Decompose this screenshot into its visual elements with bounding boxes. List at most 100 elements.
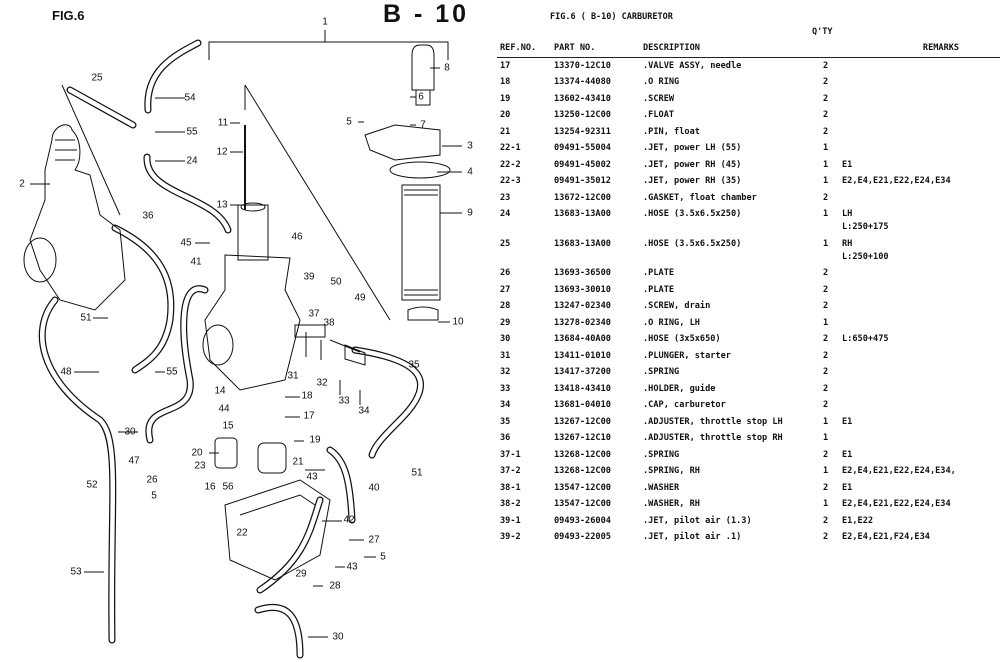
callout-number: 49	[354, 292, 366, 304]
remarks-cell	[842, 348, 1000, 365]
ref-no-cell: 29	[500, 317, 511, 328]
ref-no-cell: 23	[500, 192, 511, 203]
description-cell: .HOSE (3.5x6.5x250)	[643, 238, 742, 249]
part-no-cell: 13374-44080	[554, 77, 611, 88]
part-no-cell: 09491-45002	[554, 159, 611, 170]
callout-number: 5	[151, 490, 157, 502]
description-cell: .HOSE (3x5x650)	[643, 334, 721, 345]
ref-no-cell: 36	[500, 433, 511, 444]
ref-no-cell: 37-1	[500, 449, 521, 460]
remarks-cell: E2,E4,E21,F24,E34	[842, 532, 930, 543]
remarks-cell	[842, 91, 1000, 108]
description-cell: .O RING	[643, 77, 680, 88]
callout-number: 10	[452, 316, 464, 328]
qty-cell: 1	[823, 499, 829, 510]
remarks-cell: LH L:250+175	[842, 209, 889, 233]
remarks-cell: E2,E4,E21,E22,E24,E34	[842, 499, 951, 510]
part-no-cell: 13547-12C00	[554, 482, 611, 493]
remarks-cell	[842, 190, 1000, 207]
part-no-cell: 13267-12C10	[554, 433, 611, 444]
table-title: FIG.6 ( B-10) CARBURETOR	[550, 12, 673, 22]
part-no-cell: 13684-40A00	[554, 334, 611, 345]
callout-number: 50	[330, 276, 342, 288]
remarks-cell: E1	[842, 416, 853, 427]
ref-no-cell: 28	[500, 301, 511, 312]
remarks-cell	[842, 124, 1000, 141]
description-cell: .VALVE ASSY, needle	[643, 60, 742, 71]
part-no-cell: 09491-55004	[554, 143, 611, 154]
callout-number: 24	[186, 155, 198, 167]
qty-cell: 1	[823, 238, 829, 249]
callout-number: 5	[346, 116, 352, 128]
qty-cell: 2	[823, 301, 829, 312]
ref-no-cell: 38-2	[500, 499, 521, 510]
qty-cell: 2	[823, 93, 829, 104]
hose-24	[143, 153, 232, 234]
qty-cell: 2	[823, 334, 829, 345]
qty-cell: 2	[823, 192, 829, 203]
description-cell: .JET, power RH (35)	[643, 176, 742, 187]
table-row: 30 13684-40A00 .HOSE (3x5x650) 2 L:650+475	[497, 332, 1000, 349]
part-no-cell: 13268-12C00	[554, 449, 611, 460]
description-cell: .SPRING	[643, 449, 680, 460]
callout-number: 55	[186, 126, 198, 138]
callout-number: 17	[303, 410, 315, 422]
callout-number: 21	[292, 456, 304, 468]
remarks-cell	[842, 75, 1000, 92]
ref-no-cell: 24	[500, 209, 511, 220]
description-cell: .CAP, carburetor	[643, 400, 726, 411]
part-no-cell: 13254-92311	[554, 126, 611, 137]
part-no-cell: 13693-36500	[554, 268, 611, 279]
callout-number: 43	[306, 471, 318, 483]
description-cell: .O RING, LH	[643, 317, 700, 328]
callout-number: 19	[309, 434, 321, 446]
qty-cell: 2	[823, 268, 829, 279]
ref-no-cell: 38-1	[500, 482, 521, 493]
description-cell: .ADJUSTER, throttle stop LH	[643, 416, 783, 427]
guide-line	[61, 84, 391, 321]
qty-cell: 1	[823, 416, 829, 427]
starter-plunger	[294, 324, 366, 366]
callout-number: 52	[86, 479, 98, 491]
part-no-cell: 09493-22005	[554, 532, 611, 543]
callout-number: 27	[368, 534, 380, 546]
carburetor-lh	[23, 124, 126, 311]
ref-no-cell: 17	[500, 60, 511, 71]
callout-number: 54	[184, 92, 196, 104]
ref-no-cell: 20	[500, 110, 511, 121]
qty-cell: 2	[823, 126, 829, 137]
qty-cell: 2	[823, 110, 829, 121]
remarks-cell	[842, 381, 1000, 398]
qty-cell: 2	[823, 482, 829, 493]
callout-number: 36	[142, 210, 154, 222]
sheet-code: B - 10	[383, 0, 470, 28]
description-cell: .FLOAT	[643, 110, 675, 121]
remarks-cell	[842, 315, 1000, 332]
callout-number: 55	[166, 366, 178, 378]
assembly-bracket	[208, 30, 449, 60]
part-no-header: PART NO.	[554, 40, 643, 58]
callout-number: 43	[346, 561, 358, 573]
remarks-cell: L:650+475	[842, 334, 889, 345]
part-no-cell: 13417-37200	[554, 367, 611, 378]
description-cell: .GASKET, float chamber	[643, 192, 757, 203]
remarks-cell: E2,E4,E21,E22,E24,E34,	[842, 466, 956, 477]
remarks-header: REMARKS	[842, 40, 1000, 58]
callout-number: 13	[216, 199, 228, 211]
description-cell: .HOLDER, guide	[643, 383, 716, 394]
qty-cell: 2	[823, 383, 829, 394]
carburetor-exploded-diagram	[23, 30, 462, 659]
ref-no-cell: 30	[500, 334, 511, 345]
ref-no-cell: 31	[500, 350, 511, 361]
qty-column-header: Q'TY	[812, 27, 833, 37]
qty-cell: 2	[823, 284, 829, 295]
remarks-cell: E1	[842, 482, 853, 493]
